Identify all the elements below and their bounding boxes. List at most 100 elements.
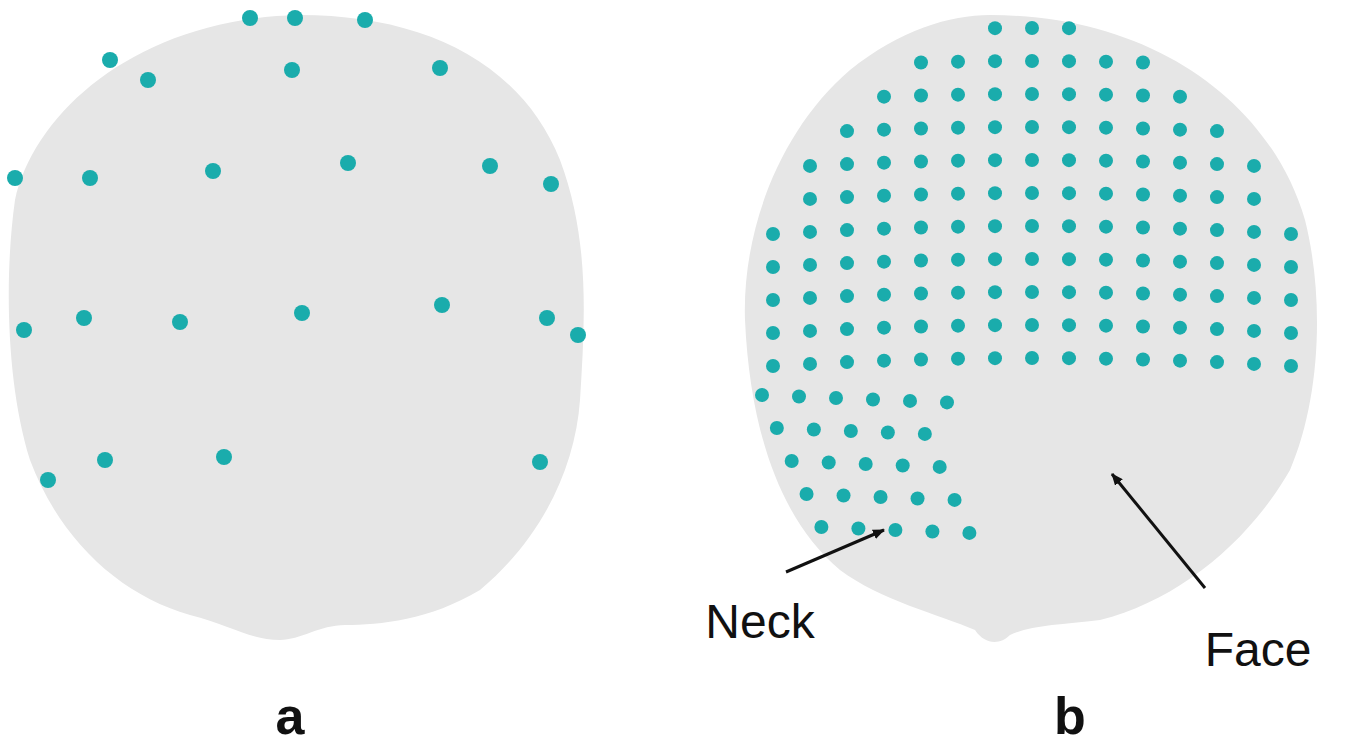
- region-label: Neck: [705, 598, 814, 646]
- head-outline-b: [745, 15, 1317, 642]
- electrode-dot: [1062, 219, 1076, 233]
- electrode-dot: [1062, 351, 1076, 365]
- electrode-dot: [803, 357, 817, 371]
- electrode-dot: [1136, 88, 1150, 102]
- electrode-dot: [840, 256, 854, 270]
- electrode-dot: [482, 158, 498, 174]
- electrode-dot: [539, 310, 555, 326]
- electrode-dot: [1173, 354, 1187, 368]
- electrode-dot: [1210, 289, 1224, 303]
- electrode-dot: [877, 354, 891, 368]
- electrode-dot: [766, 326, 780, 340]
- electrode-dot: [1284, 260, 1298, 274]
- electrode-dot: [1210, 223, 1224, 237]
- electrode-dot: [803, 225, 817, 239]
- electrode-dot: [807, 422, 821, 436]
- electrode-dot: [914, 286, 928, 300]
- electrode-dot: [911, 491, 925, 505]
- electrode-dot: [837, 488, 851, 502]
- electrode-dot: [1173, 189, 1187, 203]
- electrode-dots: [7, 10, 1298, 540]
- electrode-dot: [770, 421, 784, 435]
- electrode-dot: [1173, 321, 1187, 335]
- electrode-dot: [1284, 359, 1298, 373]
- electrode-dot: [988, 219, 1002, 233]
- electrode-dot: [951, 88, 965, 102]
- electrode-dot: [1099, 286, 1113, 300]
- electrode-dot: [1025, 54, 1039, 68]
- electrode-dot: [888, 523, 902, 537]
- electrode-dot: [40, 472, 56, 488]
- electrode-dot: [284, 62, 300, 78]
- electrode-dot: [140, 72, 156, 88]
- electrode-dot: [532, 454, 548, 470]
- electrode-dot: [785, 454, 799, 468]
- electrode-dot: [874, 490, 888, 504]
- electrode-dot: [766, 227, 780, 241]
- electrode-dot: [914, 352, 928, 366]
- electrode-dot: [1210, 256, 1224, 270]
- electrode-dot: [1247, 159, 1261, 173]
- electrode-dot: [951, 286, 965, 300]
- electrode-dot: [543, 176, 559, 192]
- electrode-dot: [951, 352, 965, 366]
- electrode-dot: [803, 291, 817, 305]
- electrode-dot: [988, 318, 1002, 332]
- electrode-dot: [829, 391, 843, 405]
- electrode-dot: [216, 449, 232, 465]
- electrode-dot: [988, 351, 1002, 365]
- electrode-dot: [877, 90, 891, 104]
- electrode-dot: [242, 10, 258, 26]
- electrode-dot: [1099, 352, 1113, 366]
- electrode-dot: [822, 455, 836, 469]
- electrode-dot: [1025, 351, 1039, 365]
- electrode-dot: [951, 121, 965, 135]
- electrode-dot: [951, 55, 965, 69]
- electrode-dot: [877, 123, 891, 137]
- electrode-dot: [1136, 187, 1150, 201]
- electrode-dot: [1173, 255, 1187, 269]
- electrode-dot: [432, 60, 448, 76]
- electrode-dot: [1099, 55, 1113, 69]
- leader-arrow: [786, 530, 884, 572]
- electrode-dot: [951, 187, 965, 201]
- electrode-dot: [988, 186, 1002, 200]
- electrode-dot: [1025, 87, 1039, 101]
- panel-letter: a: [276, 690, 305, 742]
- electrode-dot: [1062, 186, 1076, 200]
- electrode-dot: [1099, 253, 1113, 267]
- electrode-dot: [1210, 190, 1224, 204]
- electrode-dot: [844, 424, 858, 438]
- electrode-dot: [1247, 291, 1261, 305]
- electrode-dot: [1025, 153, 1039, 167]
- electrode-dot: [755, 388, 769, 402]
- electrode-dot: [914, 55, 928, 69]
- electrode-dot: [925, 524, 939, 538]
- electrode-dot: [76, 310, 92, 326]
- electrode-dot: [877, 288, 891, 302]
- electrode-dot: [988, 285, 1002, 299]
- electrode-dot: [814, 520, 828, 534]
- head-outline-a: [9, 15, 584, 640]
- electrode-dot: [570, 327, 586, 343]
- electrode-dot: [766, 293, 780, 307]
- electrode-dot: [1136, 55, 1150, 69]
- electrode-dot: [1284, 326, 1298, 340]
- electrode-dot: [1210, 322, 1224, 336]
- electrode-dot: [766, 359, 780, 373]
- electrode-dot: [866, 392, 880, 406]
- electrode-dot: [896, 458, 910, 472]
- electrode-dot: [881, 425, 895, 439]
- electrode-dot: [1099, 187, 1113, 201]
- electrode-dot: [1173, 288, 1187, 302]
- electrode-dot: [172, 314, 188, 330]
- electrode-dot: [1173, 90, 1187, 104]
- electrode-dot: [82, 170, 98, 186]
- electrode-dot: [1025, 285, 1039, 299]
- electrode-dot: [1062, 285, 1076, 299]
- electrode-dot: [877, 255, 891, 269]
- leader-arrow: [1112, 474, 1205, 588]
- electrode-dot: [1210, 124, 1224, 138]
